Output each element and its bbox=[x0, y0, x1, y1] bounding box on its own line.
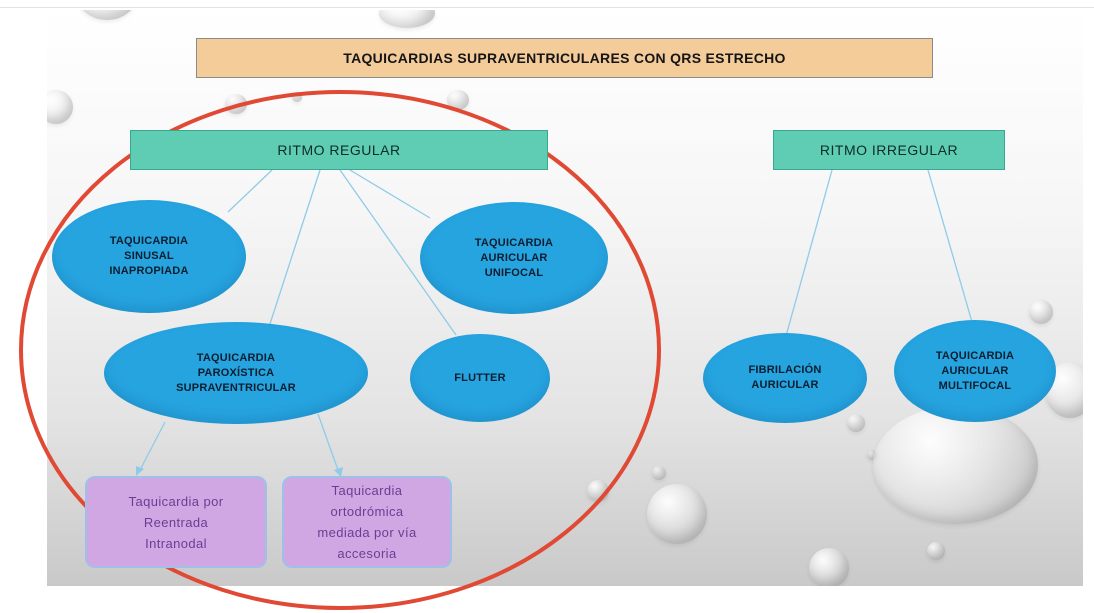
highlight-circle bbox=[19, 90, 661, 610]
top-divider bbox=[0, 7, 1094, 8]
connector-line bbox=[267, 169, 321, 331]
leaf-ortodromica-via-accesoria: Taquicardia ortodrómica mediada por vía … bbox=[282, 476, 452, 568]
header-ritmo-regular: RITMO REGULAR bbox=[130, 130, 548, 170]
bubble-decoration bbox=[873, 406, 1038, 524]
diagram-title: TAQUICARDIAS SUPRAVENTRICULARES CON QRS … bbox=[196, 38, 933, 78]
node-taquicardia-auricular-unifocal: TAQUICARDIA AURICULAR UNIFOCAL bbox=[420, 202, 608, 314]
connectors bbox=[139, 169, 973, 471]
bubble-decoration bbox=[652, 466, 666, 480]
bubble-decoration bbox=[292, 92, 302, 102]
leaf-reentrada-intranodal: Taquicardia por Reentrada Intranodal bbox=[85, 476, 267, 568]
header-ritmo-irregular: RITMO IRREGULAR bbox=[773, 130, 1005, 170]
bubble-decoration bbox=[927, 542, 945, 560]
node-fibrilacion-auricular: FIBRILACIÓN AURICULAR bbox=[703, 333, 867, 423]
node-flutter: FLUTTER bbox=[410, 334, 550, 422]
bubble-decoration bbox=[847, 414, 865, 432]
connector-line bbox=[927, 169, 973, 323]
node-taquicardia-sinusal-inapropiada: TAQUICARDIA SINUSAL INAPROPIADA bbox=[52, 200, 246, 313]
bubble-decoration bbox=[809, 548, 849, 586]
connector-line bbox=[317, 413, 339, 471]
bubble-decoration bbox=[447, 90, 469, 110]
arrowhead bbox=[334, 467, 343, 477]
connector-arrowheads bbox=[136, 466, 343, 477]
bubble-decoration bbox=[647, 484, 707, 544]
node-taquicardia-paroxistica-supraventricular: TAQUICARDIA PAROXÍSTICA SUPRAVENTRICULAR bbox=[104, 322, 368, 424]
bubble-decoration bbox=[379, 10, 435, 28]
connector-line bbox=[139, 421, 166, 471]
connector-line bbox=[339, 169, 457, 336]
arrowhead bbox=[136, 466, 144, 476]
bubble-decoration bbox=[77, 10, 137, 20]
bubble-decoration bbox=[867, 450, 877, 460]
bubble-decoration bbox=[1029, 300, 1053, 324]
connector-line bbox=[349, 169, 431, 219]
connector-line bbox=[785, 169, 833, 337]
connector-line bbox=[227, 169, 273, 213]
node-taquicardia-auricular-multifocal: TAQUICARDIA AURICULAR MULTIFOCAL bbox=[894, 320, 1056, 422]
bubble-decoration bbox=[47, 90, 73, 124]
